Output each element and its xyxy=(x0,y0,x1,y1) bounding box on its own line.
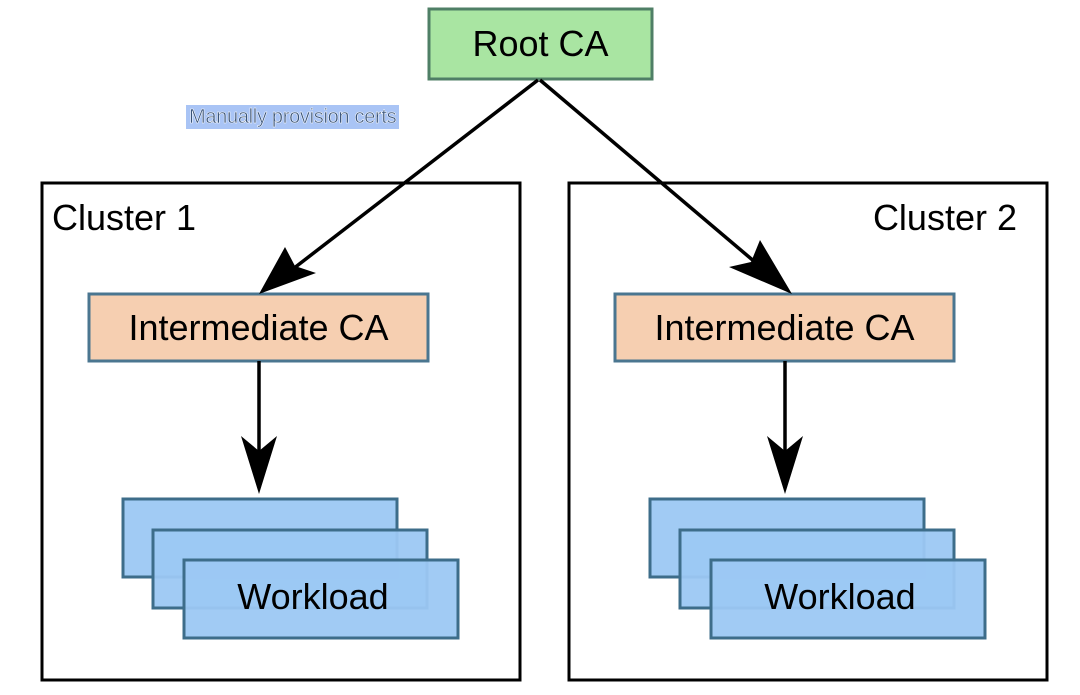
edge-intermediate-to-workload-2 xyxy=(767,361,803,494)
cluster-2-title: Cluster 2 xyxy=(873,197,1017,238)
workload-stack-cluster-1: Workload xyxy=(121,497,460,640)
intermediate-ca-box xyxy=(613,292,956,363)
intermediate-ca-label: Intermediate CA xyxy=(654,307,914,348)
workload-stack-cluster-2: Workload xyxy=(648,497,987,640)
workload-card-front xyxy=(709,558,987,640)
workload-label: Workload xyxy=(237,576,388,617)
arrowhead xyxy=(241,436,277,494)
edge-line xyxy=(538,78,764,270)
root-ca-node: Root CA xyxy=(427,7,654,81)
edge-line xyxy=(287,78,540,274)
intermediate-ca-node-cluster-1: Intermediate CA xyxy=(87,292,430,363)
edge-root-to-intermediate-1 xyxy=(259,78,540,294)
root-ca-label: Root CA xyxy=(472,23,608,64)
edge-root-to-intermediate-2 xyxy=(538,78,792,294)
edge-intermediate-to-workload-1 xyxy=(241,361,277,494)
intermediate-ca-label: Intermediate CA xyxy=(128,307,388,348)
cluster-1-title: Cluster 1 xyxy=(52,197,196,238)
workload-label: Workload xyxy=(764,576,915,617)
workload-card-front xyxy=(182,558,460,640)
intermediate-ca-node-cluster-2: Intermediate CA xyxy=(613,292,956,363)
arrowhead xyxy=(767,436,803,494)
arrowhead xyxy=(259,247,316,294)
edge-label: Manually provision certs xyxy=(186,105,400,129)
root-ca-box xyxy=(427,7,654,81)
arrowhead xyxy=(729,240,792,294)
